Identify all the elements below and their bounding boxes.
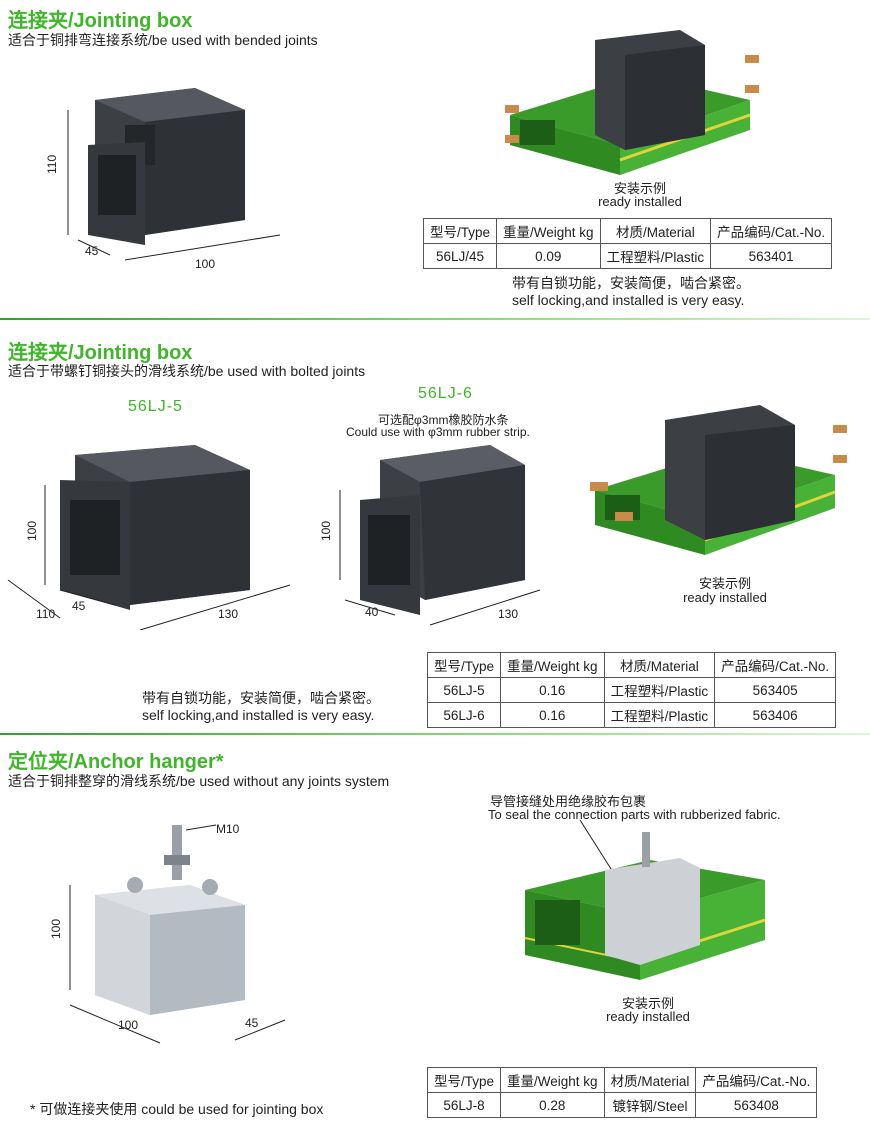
col-weight: 重量/Weight kg	[500, 652, 605, 678]
section1-note-cn: 带有自锁功能，安装简便，啮合紧密。	[512, 275, 750, 291]
section2-caption-cn: 安装示例	[698, 576, 751, 591]
section1-caption-en: ready installed	[598, 194, 682, 209]
table-row: 56LJ-6 0.16 工程塑料/Plastic 563406	[426, 702, 837, 728]
section2-subtitle: 适合于带螺钉铜接头的滑线系统/be used with bolted joint…	[8, 363, 366, 379]
model-label-56lj-6: 56LJ-6	[418, 385, 473, 402]
table-header-row: 型号/Type 重量/Weight kg 材质/Material 产品编码/Ca…	[426, 1067, 818, 1093]
section2-spec-table: 型号/Type 重量/Weight kg 材质/Material 产品编码/Ca…	[426, 652, 837, 728]
jointing-box-45-installed-image	[505, 30, 759, 175]
cell-catno: 563401	[710, 243, 833, 269]
cell-weight: 0.28	[500, 1092, 605, 1118]
cell-catno: 563406	[714, 702, 837, 728]
cell-material: 工程塑料/Plastic	[603, 677, 716, 703]
anchor-hanger-drawing: 100 100 45	[49, 824, 286, 1044]
col-catno: 产品编码/Cat.-No.	[695, 1067, 818, 1093]
dim-110: 110	[36, 607, 55, 621]
jointing-box-56lj-6-drawing: 100 40 130	[319, 445, 541, 626]
cell-weight: 0.09	[496, 243, 601, 269]
section1-note-en: self locking,and installed is very easy.	[512, 292, 745, 308]
section1-title: 连接夹/Jointing box	[8, 10, 193, 32]
cell-type: 56LJ-8	[426, 1092, 502, 1118]
cell-type: 56LJ-5	[426, 677, 502, 703]
section3-subtitle: 适合于铜排整穿的滑线系统/be used without any joints …	[8, 773, 390, 789]
cell-type: 56LJ/45	[422, 243, 498, 269]
col-material: 材质/Material	[603, 652, 716, 678]
cell-weight: 0.16	[500, 677, 605, 703]
dim-length: 130	[218, 607, 238, 621]
dim-length: 100	[118, 1018, 138, 1032]
col-type: 型号/Type	[426, 1067, 502, 1093]
dim-height: 100	[49, 919, 63, 939]
col-type: 型号/Type	[422, 218, 498, 244]
cell-catno: 563408	[695, 1092, 818, 1118]
table-header-row: 型号/Type 重量/Weight kg 材质/Material 产品编码/Ca…	[426, 652, 837, 678]
col-type: 型号/Type	[426, 652, 502, 678]
section3-caption-cn: 安装示例	[621, 996, 674, 1011]
cell-material: 镀锌钢/Steel	[603, 1092, 697, 1118]
dim-height: 100	[319, 521, 333, 541]
divider-2	[0, 733, 870, 735]
cell-catno: 563405	[714, 677, 837, 703]
dim-width: 40	[365, 605, 379, 619]
dim-45: 45	[72, 599, 86, 613]
cell-type: 56LJ-6	[426, 702, 502, 728]
table-row: 56LJ-5 0.16 工程塑料/Plastic 563405	[426, 677, 837, 703]
table-row: 56LJ/45 0.09 工程塑料/Plastic 563401	[422, 243, 833, 269]
jointing-box-56lj-5-installed-image	[590, 405, 847, 555]
cell-weight: 0.16	[500, 702, 605, 728]
seal-note-en: To seal the connection parts with rubber…	[488, 807, 781, 822]
col-weight: 重量/Weight kg	[500, 1067, 605, 1093]
bolt-size-label: M10	[216, 822, 240, 836]
table-row: 56LJ-8 0.28 镀锌钢/Steel 563408	[426, 1092, 818, 1118]
section1-caption-cn: 安装示例	[613, 181, 666, 196]
col-catno: 产品编码/Cat.-No.	[714, 652, 837, 678]
divider-1	[0, 318, 870, 320]
dim-width: 45	[245, 1016, 259, 1030]
section3-caption-en: ready installed	[606, 1009, 690, 1024]
dim-height: 110	[45, 155, 59, 174]
section1-spec-table: 型号/Type 重量/Weight kg 材质/Material 产品编码/Ca…	[422, 218, 833, 269]
seal-note-cn: 导管接缝处用绝缘胶布包裹	[490, 794, 647, 809]
jointing-box-56lj-5-drawing: 100 110 45 130	[7, 445, 291, 630]
table-header-row: 型号/Type 重量/Weight kg 材质/Material 产品编码/Ca…	[422, 218, 833, 244]
section3-title: 定位夹/Anchor hanger*	[8, 751, 224, 773]
section2-title: 连接夹/Jointing box	[8, 342, 193, 364]
section3-spec-table: 型号/Type 重量/Weight kg 材质/Material 产品编码/Ca…	[426, 1067, 818, 1118]
rubber-strip-note-cn: 可选配φ3mm橡胶防水条	[378, 413, 509, 427]
section2-caption-en: ready installed	[683, 590, 767, 605]
cell-material: 工程塑料/Plastic	[599, 243, 712, 269]
dim-length: 130	[498, 607, 518, 621]
section2-note-cn: 带有自锁功能，安装简便，啮合紧密。	[142, 690, 380, 706]
cell-material: 工程塑料/Plastic	[603, 702, 716, 728]
col-material: 材质/Material	[599, 218, 712, 244]
footnote: * 可做连接夹使用 could be used for jointing box	[30, 1101, 324, 1117]
section1-subtitle: 适合于铜排弯连接系统/be used with bended joints	[8, 32, 318, 48]
dim-width: 45	[85, 244, 99, 258]
col-catno: 产品编码/Cat.-No.	[710, 218, 833, 244]
dim-height: 100	[25, 521, 39, 541]
dim-length: 100	[195, 257, 215, 271]
col-material: 材质/Material	[603, 1067, 697, 1093]
model-label-56lj-5: 56LJ-5	[128, 398, 183, 415]
section2-note-en: self locking,and installed is very easy.	[142, 707, 375, 723]
anchor-hanger-installed-image	[524, 820, 766, 980]
col-weight: 重量/Weight kg	[496, 218, 601, 244]
rubber-strip-note-en: Could use with φ3mm rubber strip.	[346, 425, 530, 439]
jointing-box-45-drawing: 110 45 100	[45, 88, 281, 271]
